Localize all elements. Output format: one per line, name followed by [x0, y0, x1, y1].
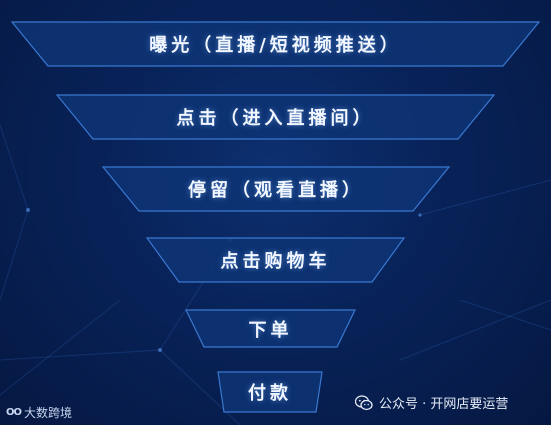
brand-logo-icon: OO [6, 407, 22, 418]
account-watermark: 公众号 · 开网店要运营 [355, 393, 508, 412]
funnel-step-label: 点击（进入直播间） [176, 108, 375, 129]
funnel-step-label: 付款 [248, 383, 292, 404]
funnel-step-shape [101, 166, 451, 212]
funnel-step-shape [217, 371, 323, 413]
funnel-step-stay: 停留（观看直播） [101, 166, 451, 212]
wechat-icon [355, 394, 373, 410]
funnel-step-shape [145, 237, 406, 283]
account-label: 公众号 · 开网店要运营 [379, 397, 509, 412]
funnel-step-click-enter: 点击（进入直播间） [55, 94, 496, 140]
funnel-step-add-to-cart: 点击购物车 [145, 237, 406, 283]
funnel-step-label: 点击购物车 [220, 251, 331, 272]
funnel-step-shape [10, 21, 541, 67]
brand-watermark: OO 大数跨境 [6, 404, 72, 421]
funnel-step-exposure: 曝光（直播/短视频推送） [10, 21, 541, 67]
funnel-step-payment: 付款 [217, 371, 323, 413]
funnel-step-label: 曝光（直播/短视频推送） [149, 35, 402, 56]
funnel-step-label: 下单 [248, 319, 293, 341]
brand-name: 大数跨境 [24, 406, 73, 420]
funnel-step-order: 下单 [185, 309, 356, 348]
funnel-step-shape [185, 309, 356, 348]
funnel-step-shape [55, 94, 496, 140]
funnel-step-label: 停留（观看直播） [188, 180, 364, 201]
